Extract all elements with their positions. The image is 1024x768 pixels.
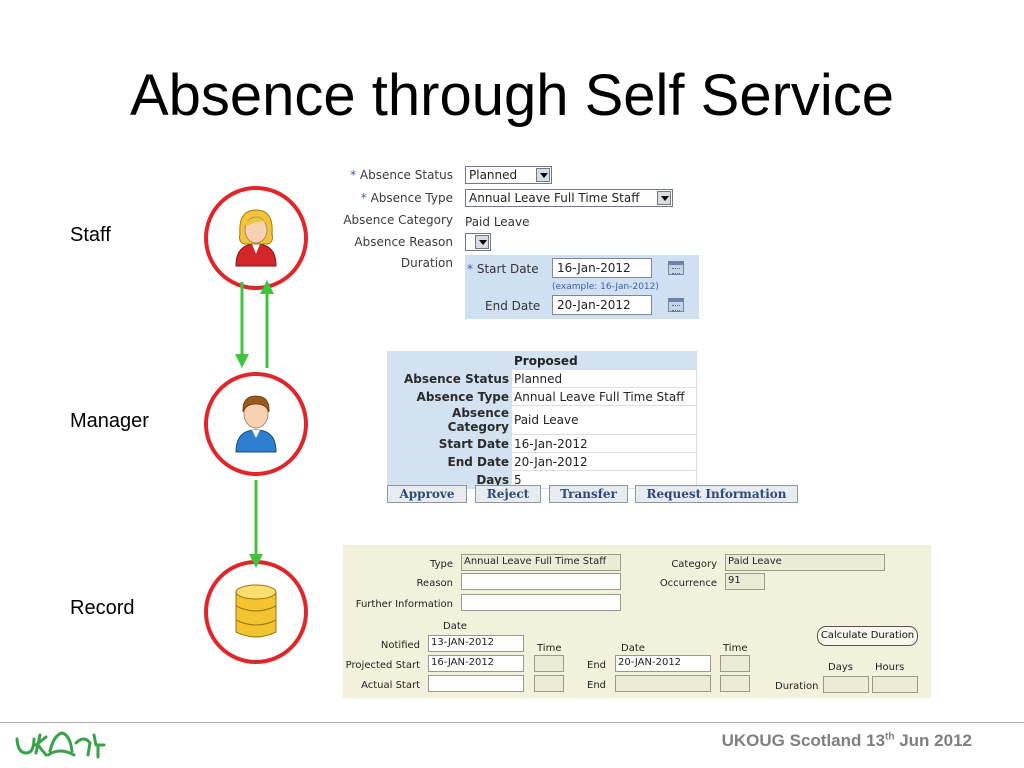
duration-label: Duration [400, 256, 453, 270]
projected-end-label: End [587, 660, 607, 671]
absence-category-label: Absence Category [343, 213, 453, 227]
manager-avatar [204, 372, 308, 476]
reason-label: Reason [416, 578, 453, 589]
projected-end-time-field[interactable] [720, 655, 750, 672]
request-information-button[interactable]: Request Information [635, 485, 798, 503]
calculate-duration-button[interactable]: Calculate Duration [817, 626, 918, 646]
occurrence-field[interactable]: 91 [725, 573, 765, 590]
actual-end-time-field[interactable] [720, 675, 750, 692]
end-time-column-header: Time [723, 643, 748, 654]
date-column-header: Date [443, 621, 467, 632]
projected-end-date-field[interactable]: 20-JAN-2012 [615, 655, 711, 672]
end-date-column-header: Date [621, 643, 645, 654]
female-user-icon [235, 209, 277, 267]
footer-divider [0, 722, 1024, 723]
hours-label: Hours [875, 662, 905, 673]
database-icon [235, 584, 277, 638]
start-date-input[interactable]: 16-Jan-2012 [552, 258, 652, 278]
self-service-form: * Absence Status Planned * Absence Type … [0, 0, 1024, 330]
absence-reason-label: Absence Reason [354, 235, 453, 249]
date-example-hint: (example: 16-Jan-2012) [552, 282, 659, 292]
type-label: Type [430, 559, 453, 570]
duration-days-field[interactable] [823, 676, 869, 693]
category-label: Category [671, 559, 717, 570]
notified-date-field[interactable]: 13-JAN-2012 [428, 635, 524, 652]
start-date-label: * Start Date [467, 262, 539, 276]
proposed-header: Proposed [511, 351, 697, 370]
arrow-manager-to-staff [260, 280, 274, 368]
footer-text: UKOUG Scotland 13th Jun 2012 [721, 731, 972, 750]
staff-label: Staff [70, 224, 111, 246]
male-user-icon [235, 395, 277, 453]
staff-avatar [204, 186, 308, 290]
record-label: Record [70, 597, 135, 619]
reason-field[interactable] [461, 573, 621, 590]
approve-button[interactable]: Approve [387, 485, 467, 503]
end-date-label: End Date [485, 299, 541, 313]
projected-start-time-field[interactable] [534, 655, 564, 672]
manager-label: Manager [70, 410, 149, 432]
transfer-button[interactable]: Transfer [549, 485, 628, 503]
duration-hours-field[interactable] [872, 676, 918, 693]
actual-end-date-field[interactable] [615, 675, 711, 692]
calendar-icon[interactable] [668, 298, 684, 312]
projected-start-label: Projected Start [345, 660, 420, 671]
absence-status-select[interactable]: Planned [465, 166, 552, 184]
record-form: Type Annual Leave Full Time Staff Catego… [343, 545, 931, 698]
days-label: Days [828, 662, 853, 673]
absence-type-label: * Absence Type [360, 191, 453, 205]
arrow-manager-to-record [249, 480, 263, 568]
absence-status-label: * Absence Status [350, 168, 453, 182]
ukoug-logo [15, 731, 106, 759]
projected-start-date-field[interactable]: 16-JAN-2012 [428, 655, 524, 672]
absence-category-value: Paid Leave [465, 215, 530, 229]
actual-start-time-field[interactable] [534, 675, 564, 692]
category-field[interactable]: Paid Leave [725, 554, 885, 571]
type-field[interactable]: Annual Leave Full Time Staff [461, 554, 621, 571]
absence-type-select[interactable]: Annual Leave Full Time Staff [465, 189, 673, 207]
further-information-field[interactable] [461, 594, 621, 611]
notified-label: Notified [380, 640, 420, 651]
duration-label: Duration [775, 681, 819, 692]
absence-reason-select[interactable] [465, 233, 491, 251]
occurrence-label: Occurrence [659, 578, 717, 589]
chevron-down-icon[interactable] [536, 168, 550, 182]
calendar-icon[interactable] [668, 261, 684, 275]
arrow-staff-to-manager [235, 282, 249, 368]
chevron-down-icon[interactable] [475, 235, 489, 249]
approval-header-row: Proposed [387, 351, 697, 370]
actual-end-label: End [587, 680, 607, 691]
slide-title: Absence through Self Service [129, 63, 895, 128]
chevron-down-icon[interactable] [657, 191, 671, 205]
time-column-header: Time [537, 643, 562, 654]
actual-start-label: Actual Start [361, 680, 420, 691]
reject-button[interactable]: Reject [475, 485, 541, 503]
end-date-input[interactable]: 20-Jan-2012 [552, 295, 652, 315]
actual-start-date-field[interactable] [428, 675, 524, 692]
further-information-label: Further Information [355, 599, 453, 610]
